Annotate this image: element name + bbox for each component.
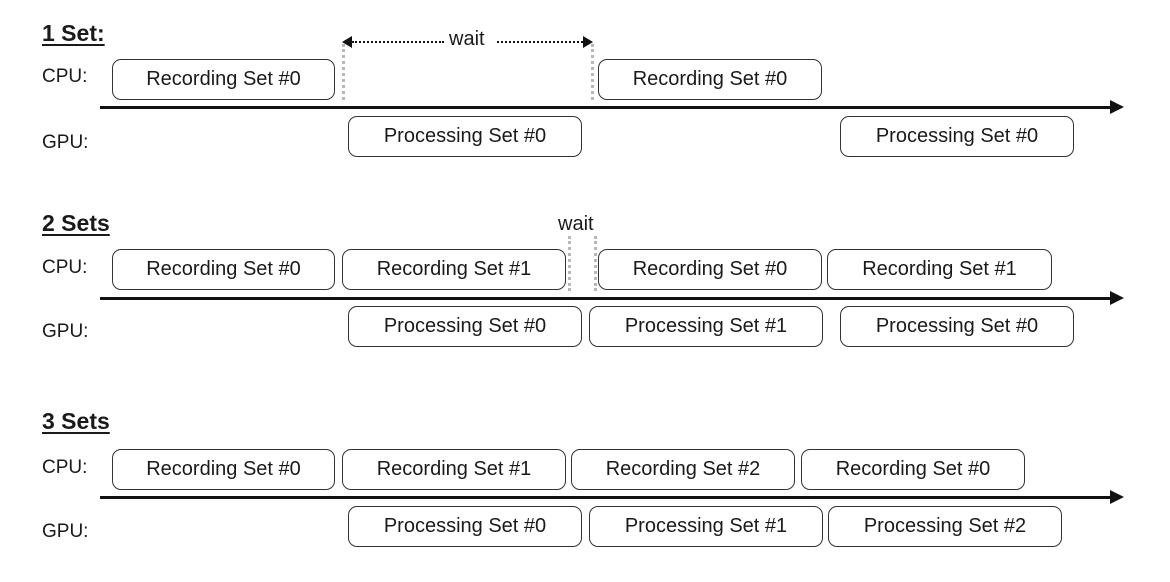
wait-arrow-right-icon: [583, 36, 593, 48]
cpu-block: Recording Set #0: [801, 449, 1025, 490]
cpu-block: Recording Set #0: [112, 249, 335, 290]
gpu-label: GPU:: [42, 321, 89, 342]
wait-arrow-left-icon: [342, 36, 352, 48]
gpu-block: Processing Set #0: [348, 116, 582, 157]
cpu-block: Recording Set #0: [112, 449, 335, 490]
timeline-arrowhead-icon: [1110, 490, 1124, 504]
cpu-block: Recording Set #1: [342, 249, 566, 290]
gpu-block: Processing Set #0: [348, 306, 582, 347]
section-title-3-sets: 3 Sets: [42, 408, 110, 434]
gpu-block: Processing Set #1: [589, 306, 823, 347]
cpu-label: CPU:: [42, 66, 88, 87]
timeline-axis: [100, 106, 1112, 109]
wait-dotted-line-left: [352, 41, 444, 43]
gpu-block: Processing Set #2: [828, 506, 1062, 547]
wait-guide-right: [591, 44, 594, 100]
gpu-block: Processing Set #0: [840, 306, 1074, 347]
cpu-block: Recording Set #0: [598, 249, 822, 290]
gpu-label: GPU:: [42, 521, 89, 542]
section-title-2-sets: 2 Sets: [42, 210, 110, 236]
wait-label: wait: [558, 213, 594, 235]
gpu-block: Processing Set #0: [348, 506, 582, 547]
cpu-block: Recording Set #2: [571, 449, 795, 490]
section-title-1-set: 1 Set:: [42, 20, 105, 46]
timeline-arrowhead-icon: [1110, 291, 1124, 305]
gpu-block: Processing Set #1: [589, 506, 823, 547]
wait-guide-right: [594, 236, 597, 291]
cpu-label: CPU:: [42, 457, 88, 478]
gpu-label: GPU:: [42, 132, 89, 153]
cpu-block: Recording Set #1: [342, 449, 566, 490]
cpu-block: Recording Set #0: [112, 59, 335, 100]
cpu-block: Recording Set #1: [827, 249, 1052, 290]
timeline-axis: [100, 496, 1112, 499]
wait-label: wait: [449, 28, 485, 50]
timeline-arrowhead-icon: [1110, 100, 1124, 114]
wait-guide-left: [342, 44, 345, 100]
wait-dotted-line-right: [497, 41, 583, 43]
cpu-label: CPU:: [42, 257, 88, 278]
cpu-block: Recording Set #0: [598, 59, 822, 100]
gpu-block: Processing Set #0: [840, 116, 1074, 157]
timeline-axis: [100, 297, 1112, 300]
wait-guide-left: [568, 236, 571, 291]
